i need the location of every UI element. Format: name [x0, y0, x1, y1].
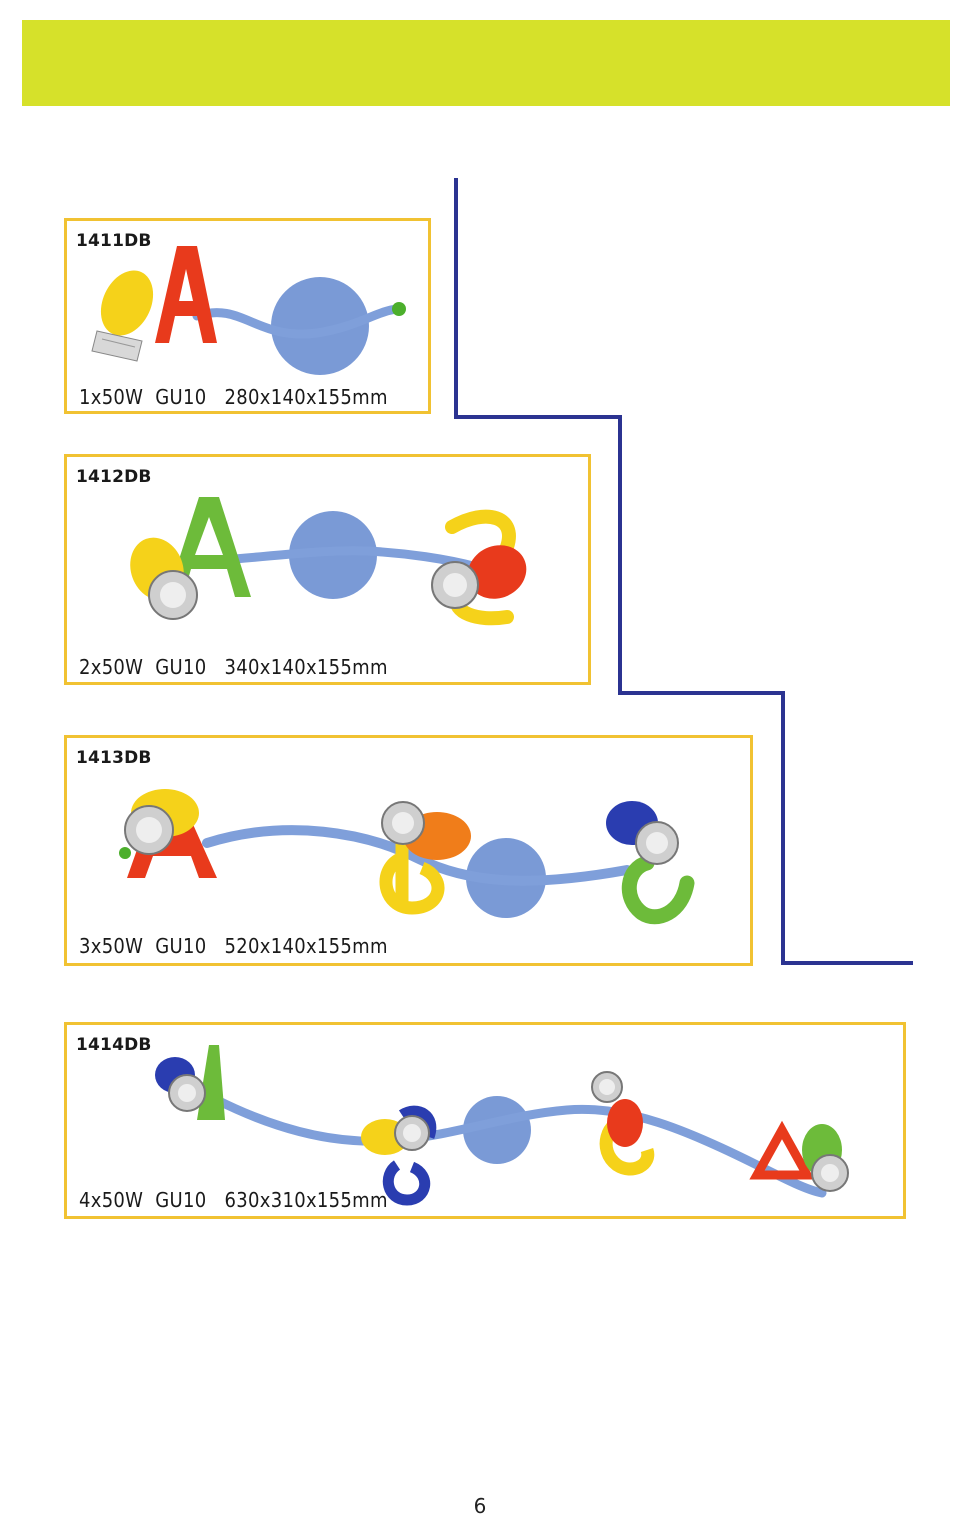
product-spec: 1x50W GU10 280x140x155mm — [79, 385, 388, 409]
lamp-image-1411db — [91, 246, 406, 375]
product-code: 1413DB — [76, 748, 152, 768]
product-code: 1412DB — [76, 467, 152, 487]
lamp-image-1413db — [119, 789, 695, 925]
page-number: 6 — [473, 1494, 487, 1518]
product-code: 1411DB — [76, 231, 152, 251]
product-spec: 2x50W GU10 340x140x155mm — [79, 655, 388, 679]
lamp-image-1414db — [155, 1045, 849, 1206]
product-card-1411db: 1411DB 1x50W GU10 280x140x155mm — [64, 218, 431, 414]
product-card-1414db: 1414DB 4x50W GU10 630x310x155mm — [64, 1022, 906, 1219]
product-card-1412db: 1412DB 2x50W GU10 340x140x155mm — [64, 454, 591, 685]
header-banner — [22, 20, 950, 106]
product-code: 1414DB — [76, 1035, 152, 1055]
lamp-image-1412db — [130, 497, 527, 626]
product-spec: 3x50W GU10 520x140x155mm — [79, 934, 388, 958]
product-spec: 4x50W GU10 630x310x155mm — [79, 1188, 388, 1212]
product-card-1413db: 1413DB 3x50W GU10 520x140x155mm — [64, 735, 753, 966]
